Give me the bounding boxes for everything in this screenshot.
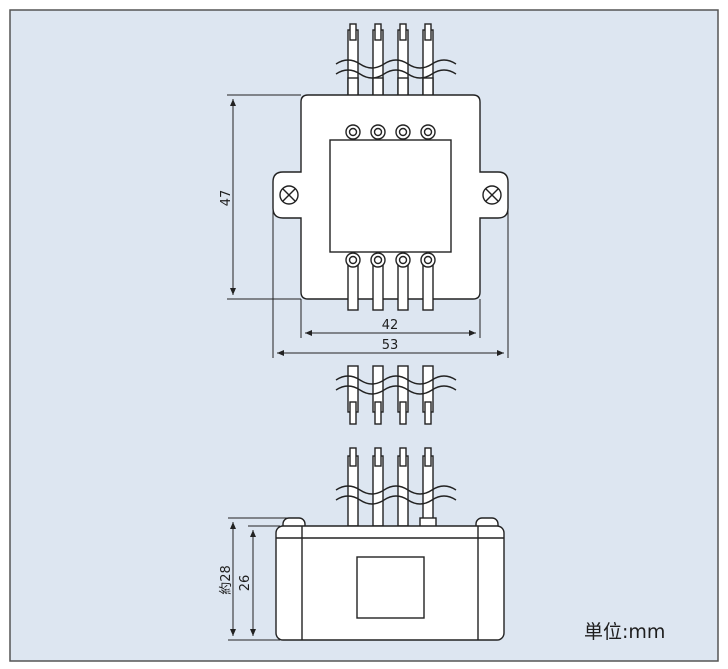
- dimension-side: [228, 517, 290, 641]
- dimension-53: [272, 208, 509, 358]
- width-label-42: 42: [382, 318, 399, 333]
- body-height-label: 26: [238, 575, 253, 592]
- side-view: [275, 447, 505, 641]
- width-label-53: 53: [382, 338, 399, 353]
- wire-loops-top: [345, 124, 436, 140]
- overall-height-label: 約28: [219, 565, 234, 595]
- break-line-top-b: [335, 69, 457, 79]
- screw-hole-icon: [279, 185, 299, 205]
- top-view: [272, 23, 509, 311]
- break-line-side-a: [335, 485, 457, 495]
- break-line-side-b: [335, 495, 457, 505]
- break-line-top-a: [335, 59, 457, 69]
- side-window: [356, 556, 425, 619]
- dimension-47: [227, 94, 301, 300]
- core-block: [329, 139, 452, 253]
- unit-label: 単位:mm: [584, 621, 665, 643]
- screw-hole-icon: [482, 185, 502, 205]
- break-line-mid-a: [335, 375, 457, 385]
- wire-loops-bottom: [345, 252, 436, 268]
- dimension-42: [300, 299, 481, 338]
- break-line-mid-b: [335, 385, 457, 395]
- height-label-47: 47: [219, 190, 234, 207]
